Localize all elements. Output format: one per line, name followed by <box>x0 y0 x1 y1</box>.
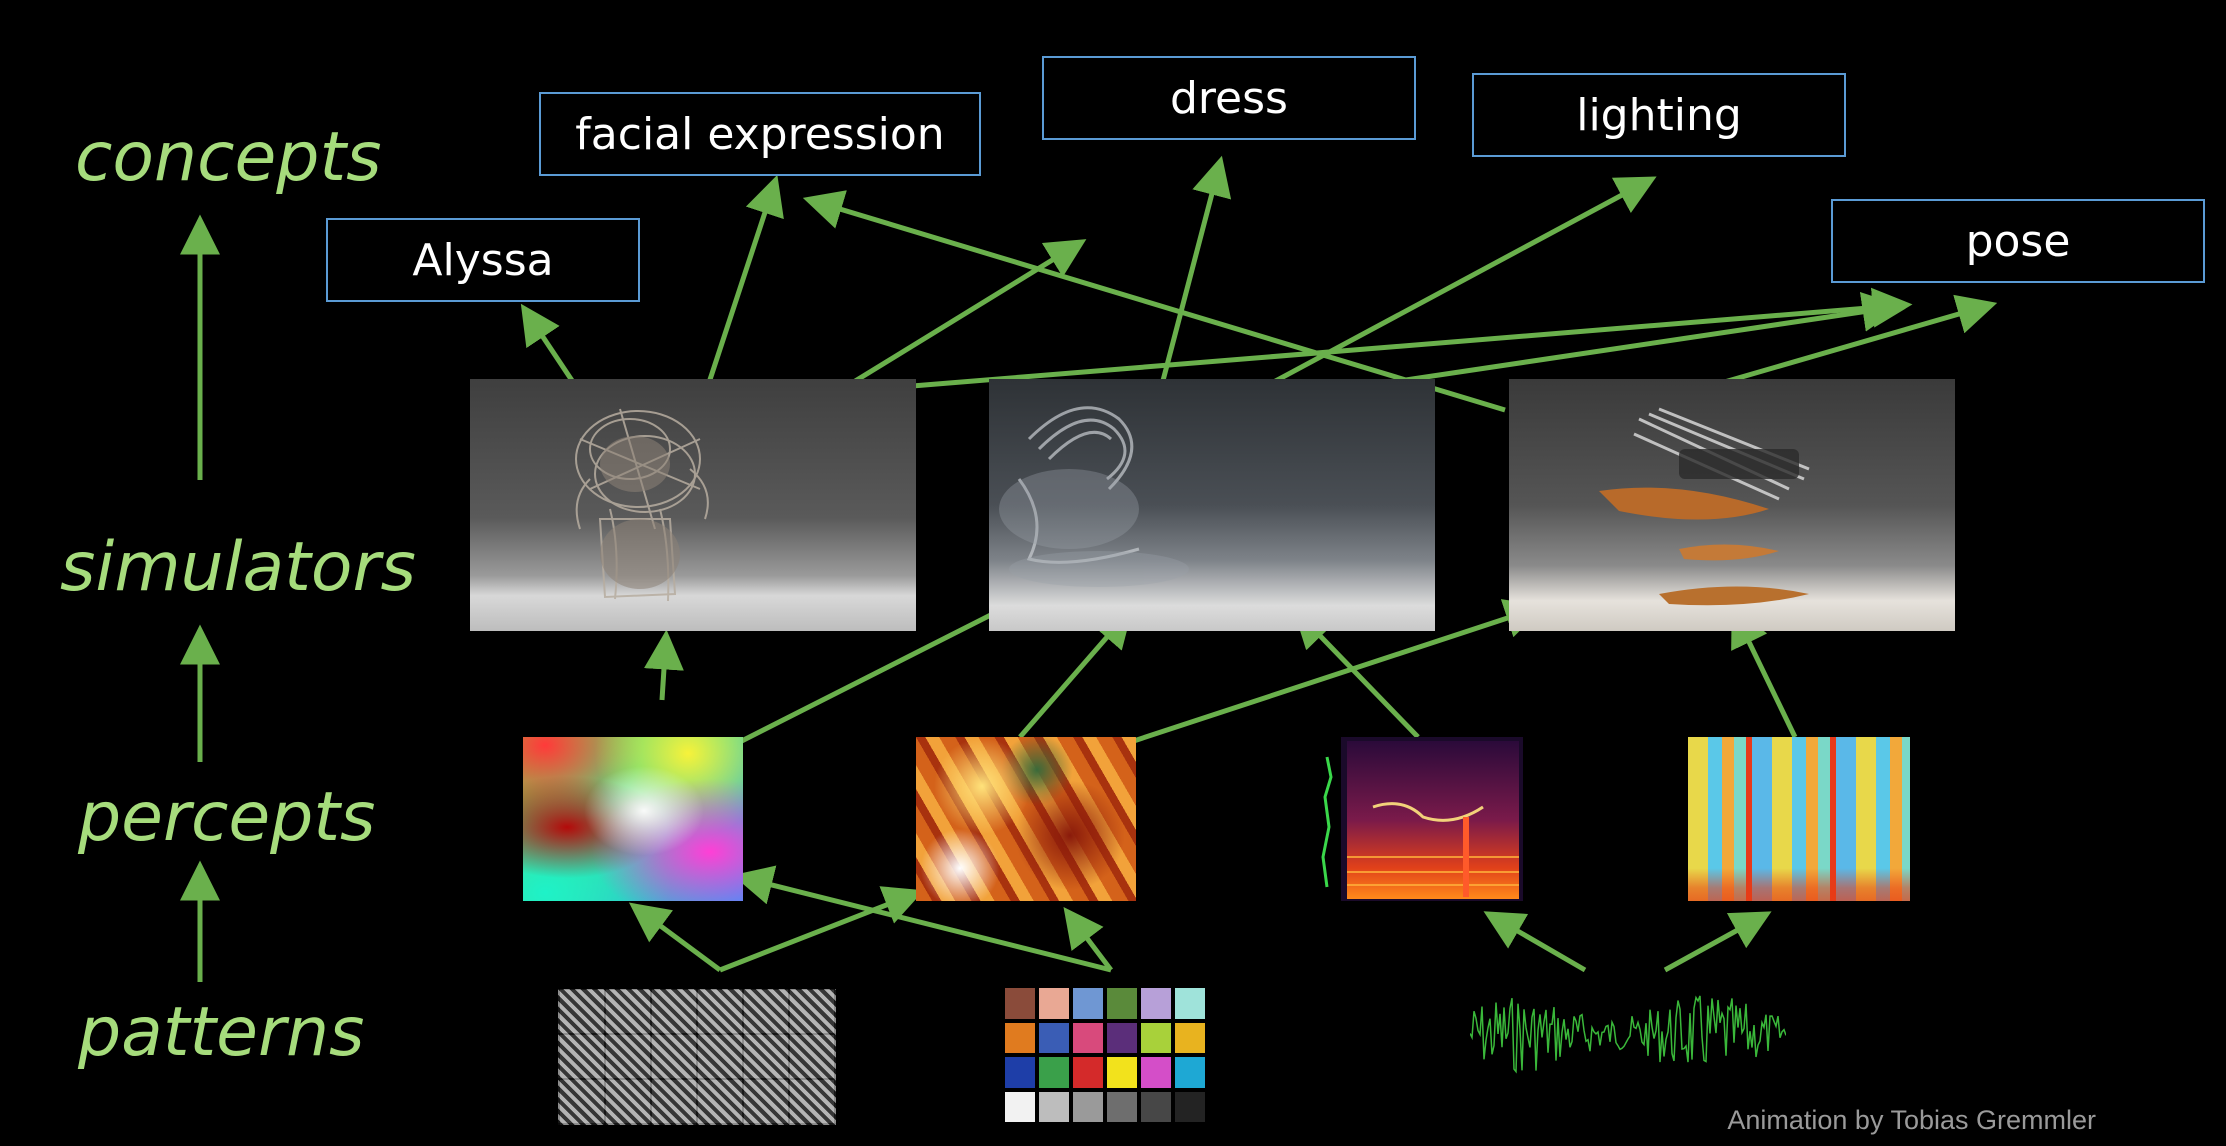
palette-swatch <box>1107 988 1137 1019</box>
arrow-17 <box>1292 607 1420 739</box>
palette-swatch <box>1005 1057 1035 1088</box>
simulator-image-floating-hands <box>1509 379 1955 631</box>
credit-text: Animation by Tobias Gremmler <box>1727 1105 2096 1135</box>
palette-swatch <box>1005 1091 1035 1122</box>
arrow-8 <box>802 190 1506 413</box>
percept-image-orange-texture <box>916 737 1136 901</box>
palette-swatch <box>1073 1057 1103 1088</box>
concept-box-dress: dress <box>1042 56 1416 140</box>
arrow-22 <box>1063 907 1113 972</box>
arrow-14 <box>718 586 1047 755</box>
level-label-concepts: concepts <box>75 118 382 197</box>
arrow-19 <box>628 902 722 973</box>
pattern-image-color-checker <box>1005 988 1205 1122</box>
palette-swatch <box>1039 1022 1069 1053</box>
arrow-18 <box>1731 606 1798 739</box>
arrow-9 <box>1157 155 1232 393</box>
arrow-12 <box>1689 294 1998 395</box>
arrow-7 <box>899 287 1913 390</box>
palette-swatch <box>1175 1091 1205 1122</box>
level-label-percepts: percepts <box>78 778 376 857</box>
arrow-11 <box>1324 292 1903 395</box>
simulator-image-smoke-feather <box>989 379 1435 631</box>
arrow-24 <box>1663 911 1772 973</box>
arrow-10 <box>1253 176 1657 395</box>
palette-swatch <box>1005 1022 1035 1053</box>
palette-swatch <box>1073 1022 1103 1053</box>
palette-swatch <box>1039 988 1069 1019</box>
percept-image-color-gradient <box>523 737 743 901</box>
palette-swatch <box>1107 1091 1137 1122</box>
percept-image-blue-yellow-spectrogram <box>1688 737 1910 901</box>
percept-image-spectrogram <box>1313 737 1523 901</box>
arrow-21 <box>732 865 1112 973</box>
concept-box-pose: pose <box>1831 199 2205 283</box>
pattern-image-gabor-filters <box>558 989 836 1125</box>
arrow-20 <box>719 886 924 973</box>
simulator-image-wireframe-figure <box>470 379 916 631</box>
palette-swatch <box>1141 1091 1171 1122</box>
palette-swatch <box>1107 1057 1137 1088</box>
pattern-image-audio-waveform <box>1470 986 1786 1082</box>
palette-swatch <box>1175 988 1205 1019</box>
palette-swatch <box>1005 988 1035 1019</box>
arrow-5 <box>697 174 784 411</box>
concept-box-alyssa: Alyssa <box>326 218 640 302</box>
arrow-23 <box>1483 911 1587 973</box>
palette-swatch <box>1107 1022 1137 1053</box>
arrow-13 <box>643 629 684 701</box>
palette-swatch <box>1039 1091 1069 1122</box>
palette-swatch <box>1039 1057 1069 1088</box>
palette-swatch <box>1141 1022 1171 1053</box>
waveform-line <box>1470 995 1786 1074</box>
level-label-simulators: simulators <box>60 528 416 607</box>
arrow-16 <box>1084 599 1546 760</box>
palette-swatch <box>1175 1057 1205 1088</box>
palette-swatch <box>1175 1022 1205 1053</box>
palette-swatch <box>1073 1091 1103 1122</box>
palette-swatch <box>1141 1057 1171 1088</box>
concept-box-lighting: lighting <box>1472 73 1846 157</box>
palette-swatch <box>1073 988 1103 1019</box>
level-label-patterns: patterns <box>78 993 365 1072</box>
concept-box-facial-expression: facial expression <box>539 92 981 176</box>
arrow-15 <box>1018 607 1133 739</box>
palette-swatch <box>1141 988 1171 1019</box>
